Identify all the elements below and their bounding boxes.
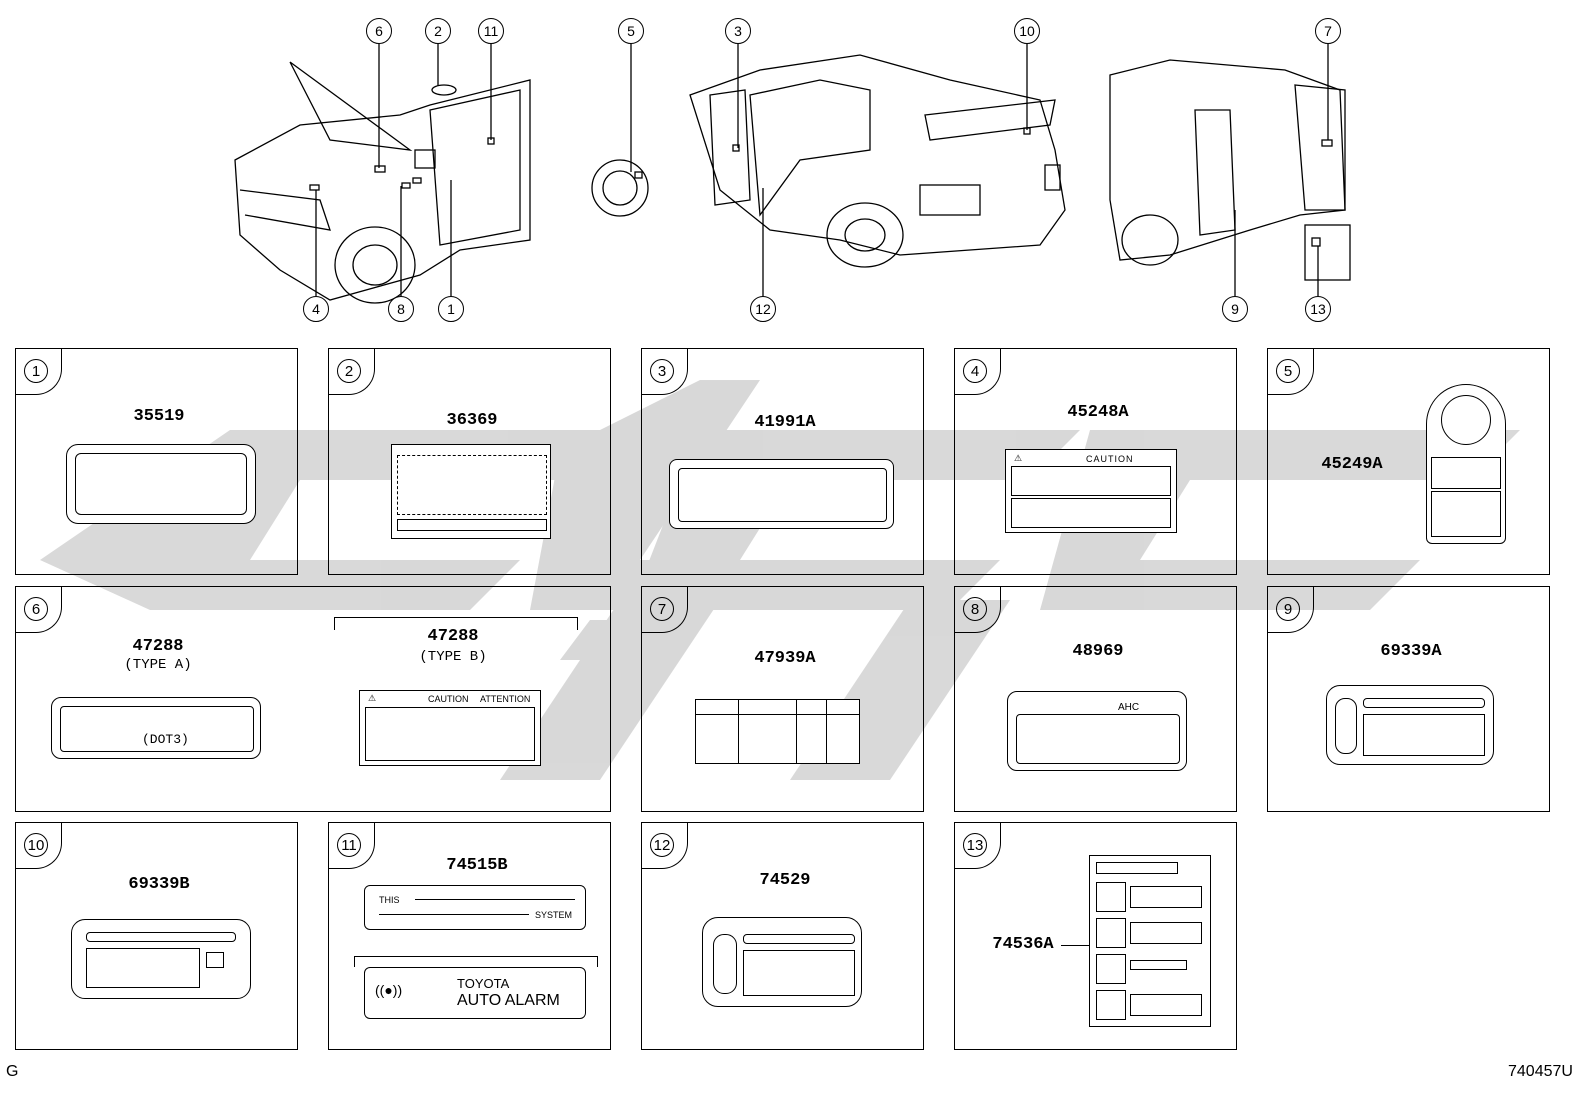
callout-9: 9 [1222, 296, 1248, 322]
cell-4: 4 45248A ⚠ CAUTION [954, 348, 1237, 575]
callout-4: 4 [303, 296, 329, 322]
this-text: THIS [379, 895, 400, 905]
type-b-label: (TYPE B) [419, 649, 487, 665]
callout-13: 13 [1305, 296, 1331, 322]
footer-left-code: G [6, 1063, 19, 1080]
dot3-text: (DOT3) [142, 732, 189, 747]
part-number: 35519 [133, 407, 185, 426]
cell-number: 9 [1276, 597, 1300, 621]
cell-5: 5 45249A [1267, 348, 1550, 575]
part-number: 45248A [1067, 403, 1129, 422]
cell-number: 6 [24, 597, 48, 621]
callout-7: 7 [1315, 18, 1341, 44]
part-number: 48969 [1072, 642, 1124, 661]
system-text: SYSTEM [535, 910, 573, 920]
attention-text: ATTENTION [480, 694, 531, 704]
cell-number: 11 [337, 833, 361, 857]
cell-7: 7 47939A [641, 586, 924, 812]
caution-text: CAUTION [1086, 454, 1134, 464]
part-number: 45249A [1321, 455, 1383, 474]
label-shape-type-b: ⚠ CAUTION ATTENTION [359, 690, 541, 766]
label-shape [669, 459, 894, 529]
cell-number: 2 [337, 359, 361, 383]
part-number-type-a: 47288 [132, 637, 184, 656]
callout-6: 6 [366, 18, 392, 44]
part-number: 69339A [1380, 642, 1442, 661]
type-a-label: (TYPE A) [124, 657, 192, 673]
callout-10: 10 [1014, 18, 1040, 44]
cell-13: 13 74536A [954, 822, 1237, 1050]
callout-11: 11 [478, 18, 504, 44]
cell-number: 10 [24, 833, 48, 857]
callout-3: 3 [725, 18, 751, 44]
cell-9: 9 69339A [1267, 586, 1550, 812]
cell-10: 10 69339B [15, 822, 298, 1050]
cell-number: 13 [963, 833, 987, 857]
part-number: 36369 [446, 411, 498, 430]
cell-number: 8 [963, 597, 987, 621]
part-number: 74536A [992, 935, 1054, 954]
label-shape [71, 919, 251, 999]
part-number: 69339B [128, 875, 190, 894]
caution-text: CAUTION [428, 694, 469, 704]
cell-11: 11 74515B THIS SYSTEM ((●)) TOYOTA AUTO … [328, 822, 611, 1050]
callout-1: 1 [438, 296, 464, 322]
part-number: 74515B [446, 856, 508, 875]
auto-alarm-text: AUTO ALARM [457, 992, 560, 1009]
callout-12: 12 [750, 296, 776, 322]
label-shape [695, 699, 860, 764]
label-shape-type-a: (DOT3) [51, 697, 261, 759]
cell-2: 2 36369 [328, 348, 611, 575]
alarm-icon: ((●)) [375, 982, 403, 998]
cell-6: 6 47288 (TYPE A) (DOT3) 47288 (TYPE B) ⚠… [15, 586, 611, 812]
ahc-text: AHC [1118, 702, 1140, 713]
label-shape [66, 444, 256, 524]
label-shape [391, 444, 551, 539]
cell-number: 1 [24, 359, 48, 383]
part-number-type-b: 47288 [427, 627, 479, 646]
cell-8: 8 48969 AHC [954, 586, 1237, 812]
part-number: 41991A [754, 413, 816, 432]
label-shape-alarm: ((●)) TOYOTA AUTO ALARM [364, 967, 586, 1019]
label-shape [1089, 855, 1211, 1027]
label-shape: ⚠ CAUTION [1005, 449, 1177, 533]
part-number: 47939A [754, 649, 816, 668]
cell-number: 4 [963, 359, 987, 383]
cell-number: 7 [650, 597, 674, 621]
callout-8: 8 [388, 296, 414, 322]
label-shape-system: THIS SYSTEM [364, 885, 586, 930]
brand-text: TOYOTA [457, 976, 510, 991]
part-number: 74529 [759, 871, 811, 890]
callout-5: 5 [618, 18, 644, 44]
footer-figure-id: 740457U [1508, 1063, 1573, 1080]
cell-number: 12 [650, 833, 674, 857]
cell-1: 1 35519 [15, 348, 298, 575]
cell-3: 3 41991A [641, 348, 924, 575]
label-shape [1326, 685, 1494, 765]
callout-2: 2 [425, 18, 451, 44]
label-shape [1426, 384, 1506, 544]
cell-12: 12 74529 [641, 822, 924, 1050]
label-shape: AHC [1007, 691, 1187, 771]
cell-number: 5 [1276, 359, 1300, 383]
label-shape [702, 917, 862, 1007]
cell-number: 3 [650, 359, 674, 383]
